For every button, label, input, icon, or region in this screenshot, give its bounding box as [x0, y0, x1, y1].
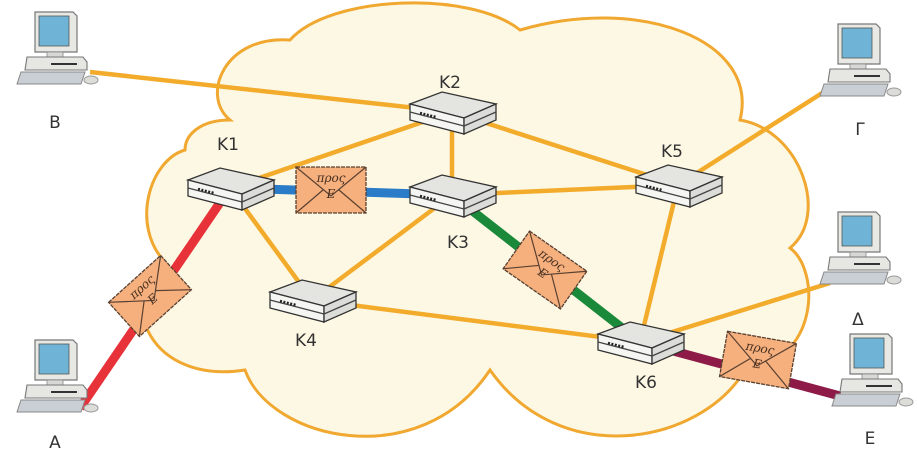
router-k1[interactable]: [185, 167, 277, 211]
router-k6[interactable]: [595, 321, 687, 365]
router-k2[interactable]: [407, 91, 499, 135]
envelope-address: προς: [744, 339, 776, 358]
link-k4-k6: [311, 297, 641, 345]
router-leds-icon: [197, 187, 215, 195]
envelope-flap: [727, 330, 797, 367]
router-stripe: [689, 184, 723, 200]
router-stripe: [635, 184, 691, 200]
router-k3[interactable]: [407, 174, 499, 218]
envelope-fold: [719, 358, 789, 390]
router-stripe: [597, 341, 653, 357]
router-leds-icon: [645, 184, 663, 192]
computer-d[interactable]: [819, 211, 902, 285]
envelope-destination: Ε: [326, 187, 336, 201]
computer-label: Ε: [865, 429, 876, 449]
envelope-flap: [108, 255, 162, 303]
link-k3-k4: [310, 193, 454, 302]
network-cloud: [140, 1, 811, 438]
router-leds-icon: [279, 299, 297, 307]
link-b-k2: [89, 69, 453, 115]
link-k5-g: [676, 86, 832, 187]
cloud-outline: [140, 1, 811, 438]
mouse-icon: [886, 87, 902, 97]
monitor-stand: [46, 379, 64, 386]
router-label: K3: [447, 233, 469, 253]
link-k1-k2: [229, 109, 453, 191]
screen: [853, 337, 885, 369]
computer-b[interactable]: [16, 11, 99, 85]
link-k2-k5: [451, 109, 679, 188]
computer-a[interactable]: [16, 339, 99, 413]
router-stripe: [463, 194, 497, 210]
router-stripe: [409, 194, 465, 210]
screen: [841, 215, 873, 247]
router-stripe: [241, 187, 275, 203]
router-stripe: [463, 111, 497, 127]
keyboard-icon: [16, 71, 86, 85]
router-leds-icon: [607, 341, 625, 349]
envelope-address: προς: [316, 171, 346, 185]
keyboard-icon: [16, 399, 86, 413]
envelope-icon: [502, 230, 588, 310]
mouse-icon: [886, 275, 902, 285]
mouse-icon: [83, 75, 99, 85]
mouse-icon: [83, 403, 99, 413]
screen: [841, 27, 873, 59]
computer-e[interactable]: [831, 333, 914, 407]
router-k4[interactable]: [267, 279, 359, 323]
keyboard-icon: [819, 271, 889, 285]
computer-g[interactable]: [819, 23, 902, 97]
monitor-stand: [849, 63, 867, 70]
router-leds-icon: [419, 111, 437, 119]
computer-label: Α: [49, 433, 61, 453]
link-k5-k6: [637, 184, 681, 343]
monitor-stand: [46, 51, 64, 58]
router-stripe: [651, 341, 685, 357]
keyboard-icon: [831, 393, 901, 407]
computer-label: Β: [49, 113, 61, 133]
envelope-destination: Ε: [751, 356, 763, 372]
router-label: K6: [635, 373, 657, 393]
envelope-fold: [295, 189, 367, 214]
envelope-flap: [295, 166, 367, 197]
computer-label: Δ: [852, 310, 864, 330]
computer-label: Γ: [855, 120, 865, 140]
mouse-icon: [898, 397, 914, 407]
router-stripe: [409, 111, 465, 127]
monitor-stand: [861, 373, 879, 380]
computers: Α Β Γ Δ Ε: [16, 11, 914, 453]
router-label: K4: [295, 331, 317, 351]
router-label: K2: [439, 73, 461, 93]
router-leds-icon: [419, 194, 437, 202]
envelope-flap: [528, 230, 587, 276]
router-k5[interactable]: [633, 164, 725, 208]
envelope-icon: [295, 166, 367, 214]
router-label: K1: [217, 135, 239, 155]
envelope-fold: [138, 289, 192, 337]
screen: [38, 343, 70, 375]
router-stripe: [269, 299, 325, 315]
monitor-stand: [849, 251, 867, 258]
router-stripe: [187, 187, 243, 203]
keyboard-icon: [819, 83, 889, 97]
screen: [38, 15, 70, 47]
envelope-icon: [107, 254, 193, 338]
envelope-fold: [503, 264, 562, 310]
router-label: K5: [661, 142, 683, 162]
router-stripe: [323, 299, 357, 315]
